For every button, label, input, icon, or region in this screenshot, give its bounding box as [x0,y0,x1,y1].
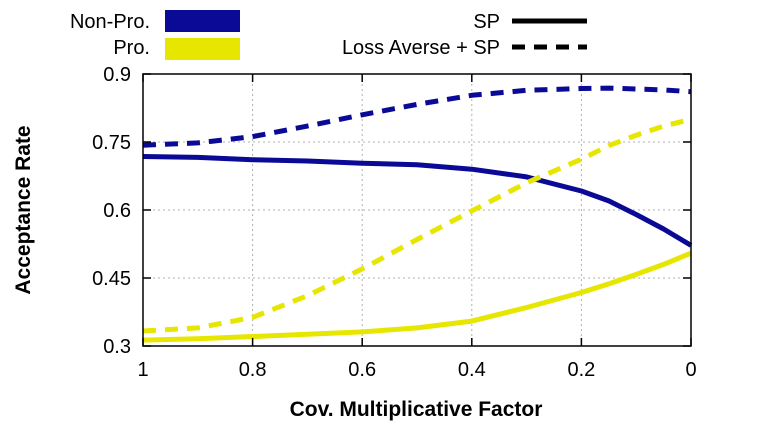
y-tick-label: 0.3 [103,336,131,358]
legend-label-non-pro: Non-Pro. [70,11,150,33]
series-line-pro-sp [142,250,692,343]
plot-frame [142,73,692,347]
x-tick-label: 0.6 [348,359,376,381]
x-tick-label: 0.4 [458,359,486,381]
legend-label-sp: SP [473,11,500,33]
y-tick-label: 0.45 [92,268,131,290]
x-tick-label: 0 [685,359,696,381]
y-tick-label: 0.75 [92,132,131,154]
series-lines [142,85,693,343]
grid [143,74,691,346]
y-tick-label: 0.6 [103,200,131,222]
series-line-non-pro-sp [142,154,693,248]
legend-swatch-pro [165,38,240,60]
x-axis-title: Cov. Multiplicative Factor [290,398,543,421]
series-line-non-pro-loss-averse-sp [142,85,692,148]
x-tick-label: 1 [137,359,148,381]
x-tick-label: 0.2 [567,359,595,381]
legend-label-loss-averse-sp: Loss Averse + SP [342,37,500,59]
y-axis-title: Acceptance Rate [12,125,35,294]
legend-label-pro: Pro. [113,37,150,59]
legend: Non-Pro. Pro. SP Loss Averse + SP [70,10,587,60]
series-line-pro-loss-averse-sp [142,116,692,334]
x-tick-label: 0.8 [239,359,267,381]
tick-labels: 0.3 0.45 0.6 0.75 0.9 1 0.8 0.6 0.4 0.2 0 [92,64,697,381]
y-tick-label: 0.9 [103,64,131,86]
legend-swatch-non-pro [165,10,240,32]
